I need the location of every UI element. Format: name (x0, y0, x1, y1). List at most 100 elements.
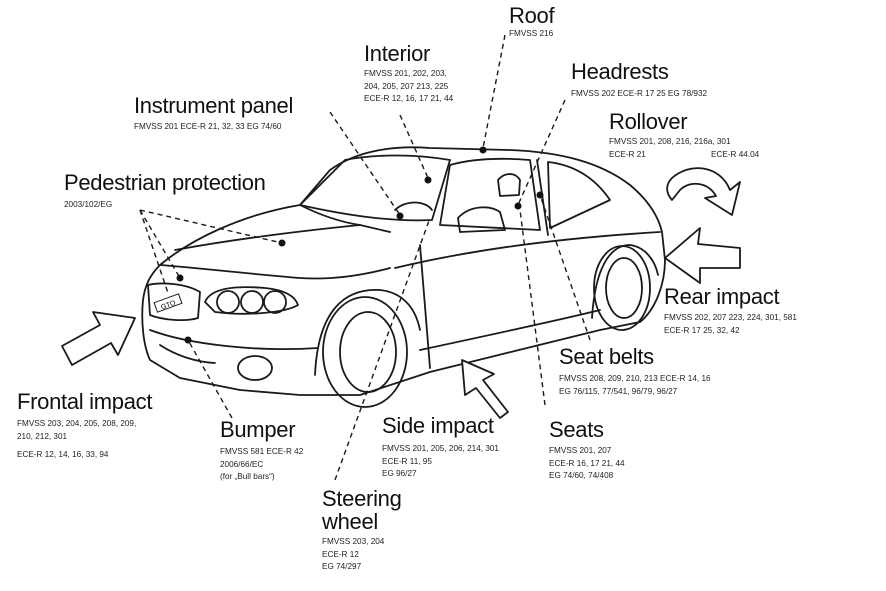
seats-line-3: EG 74/60, 74/408 (549, 471, 614, 480)
car-badge: GTO (160, 299, 177, 311)
leader-headrests (517, 99, 566, 206)
b-pillar (536, 159, 549, 236)
instrument-panel-line: FMVSS 201 ECE-R 21, 32, 33 EG 74/60 (134, 122, 282, 131)
steering-wheel-line-2: ECE-R 12 (322, 549, 359, 559)
roof-line: FMVSS 216 (509, 29, 554, 38)
label-bumper: Bumper FMVSS 581 ECE-R 42 2006/66/EC (fo… (220, 418, 303, 484)
bumper-line-2: 2006/66/EC (220, 459, 264, 469)
side-impact-arrow (461, 359, 509, 419)
seats-line-2: ECE-R 16, 17 21, 44 (549, 458, 625, 468)
side-impact-title: Side impact (382, 413, 494, 438)
frontal-impact-title: Frontal impact (17, 389, 153, 414)
dot-hood (278, 239, 286, 247)
leader-roof (482, 34, 506, 149)
headrests-line: FMVSS 202 ECE-R 17 25 EG 78/932 (571, 89, 708, 98)
hood-line (159, 264, 391, 280)
leader-seatbelts (539, 194, 591, 341)
front-wheel-inner (339, 311, 397, 393)
rollover-line-2a: ECE-R 21 (609, 149, 646, 159)
label-rear-impact: Rear impact FMVSS 202, 207 223, 224, 301… (664, 285, 797, 337)
leader-interior-2 (329, 111, 401, 216)
pedestrian-protection-line: 2003/102/EG (64, 200, 113, 209)
seat-belts-title: Seat belts (559, 344, 654, 369)
headlight-1 (216, 290, 240, 314)
roof-title: Roof (509, 3, 555, 28)
interior-title: Interior (364, 41, 431, 66)
label-headrests: Headrests FMVSS 202 ECE-R 17 25 EG 78/93… (571, 60, 707, 101)
lower-intake (159, 344, 216, 364)
leader-bumper (187, 339, 233, 419)
leader-steering (334, 217, 431, 481)
dot-seatbelt (536, 191, 544, 199)
label-roof: Roof FMVSS 216 (509, 3, 555, 41)
rollover-line-1: FMVSS 201, 208, 216, 216a, 301 (609, 137, 731, 146)
label-side-impact: Side impact FMVSS 201, 205, 206, 214, 30… (382, 414, 499, 481)
side-impact-line-1: FMVSS 201, 205, 206, 214, 301 (382, 444, 499, 453)
rollover-arrow (666, 167, 741, 216)
headrest-shape (497, 173, 521, 197)
windshield (299, 154, 451, 222)
rear-wheel-inner (605, 257, 643, 319)
car-body (141, 146, 666, 396)
front-bumper-line (149, 329, 319, 350)
hood-edge (174, 224, 361, 251)
label-frontal-impact: Frontal impact FMVSS 203, 204, 205, 208,… (17, 390, 152, 462)
side-impact-line-2: ECE-R 11, 95 (382, 456, 432, 466)
steering-wheel-title-2: wheel (322, 509, 378, 534)
label-instrument-panel: Instrument panel FMVSS 201 ECE-R 21, 32,… (134, 94, 293, 134)
bumper-line-3: (for „Bull bars“) (220, 472, 275, 481)
rollover-line-2b: ECE-R 44.04 (711, 149, 760, 159)
bumper-line-1: FMVSS 581 ECE-R 42 (220, 447, 304, 456)
rear-impact-arrow (664, 227, 741, 284)
dot-instrument (396, 212, 404, 220)
headlight-3 (263, 290, 287, 314)
leader-interior (399, 114, 429, 179)
headrests-title: Headrests (571, 59, 669, 84)
seats-title: Seats (549, 417, 604, 442)
front-side-window (439, 157, 541, 231)
seat-belts-line-1: FMVSS 208, 209, 210, 213 ECE-R 14, 16 (559, 374, 711, 383)
seats-line-1: FMVSS 201, 207 (549, 446, 612, 455)
rear-impact-line-1: FMVSS 202, 207 223, 224, 301, 581 (664, 313, 797, 322)
label-steering-wheel: Steering wheel FMVSS 203, 204 ECE-R 12 E… (322, 487, 402, 574)
rollover-title: Rollover (609, 109, 688, 134)
steering-wheel-line-3: EG 74/297 (322, 562, 362, 571)
label-rollover: Rollover FMVSS 201, 208, 216, 216a, 301 … (609, 110, 809, 161)
rear-impact-line-2: ECE-R 17 25, 32, 42 (664, 325, 740, 335)
steering-shape (394, 201, 433, 211)
frontal-impact-arrow (61, 311, 136, 366)
label-pedestrian-protection: Pedestrian protection 2003/102/EG (64, 171, 266, 212)
label-seats: Seats FMVSS 201, 207 ECE-R 16, 17 21, 44… (549, 418, 625, 483)
leader-pedestrian-2 (139, 209, 181, 279)
seat-belts-line-2: EG 76/115, 77/541, 96/79, 96/27 (559, 386, 678, 396)
dot-headrest (514, 202, 522, 210)
fog-light (237, 355, 273, 381)
headlight-housing (204, 286, 299, 315)
dot-grille (176, 274, 184, 282)
pedestrian-protection-title: Pedestrian protection (64, 170, 266, 195)
front-wheel-arch (314, 289, 421, 376)
interior-line-1: FMVSS 201, 202, 203, (364, 69, 447, 78)
label-seat-belts: Seat belts FMVSS 208, 209, 210, 213 ECE-… (559, 345, 711, 398)
dot-interior (424, 176, 432, 184)
seat-shape (457, 206, 506, 233)
sill-line (419, 309, 601, 351)
side-impact-line-3: EG 96/27 (382, 469, 417, 478)
interior-line-3: ECE-R 12, 16, 17 21, 44 (364, 94, 454, 103)
dot-bumper (184, 336, 192, 344)
steering-wheel-title-1: Steering (322, 486, 402, 511)
leader-seats (519, 209, 546, 406)
bumper-title: Bumper (220, 417, 296, 442)
rear-impact-title: Rear impact (664, 284, 780, 309)
belt-line (394, 231, 661, 269)
interior-line-2: 204, 205, 207 213, 225 (364, 81, 449, 91)
front-wheel (322, 296, 408, 408)
steering-wheel-line-1: FMVSS 203, 204 (322, 537, 385, 546)
grille (147, 282, 201, 322)
rear-wheel-arch (591, 244, 659, 319)
leader-pedestrian-3 (139, 209, 169, 294)
label-interior: Interior FMVSS 201, 202, 203, 204, 205, … (364, 42, 453, 106)
dot-roof (479, 146, 487, 154)
headlight-2 (240, 290, 264, 314)
